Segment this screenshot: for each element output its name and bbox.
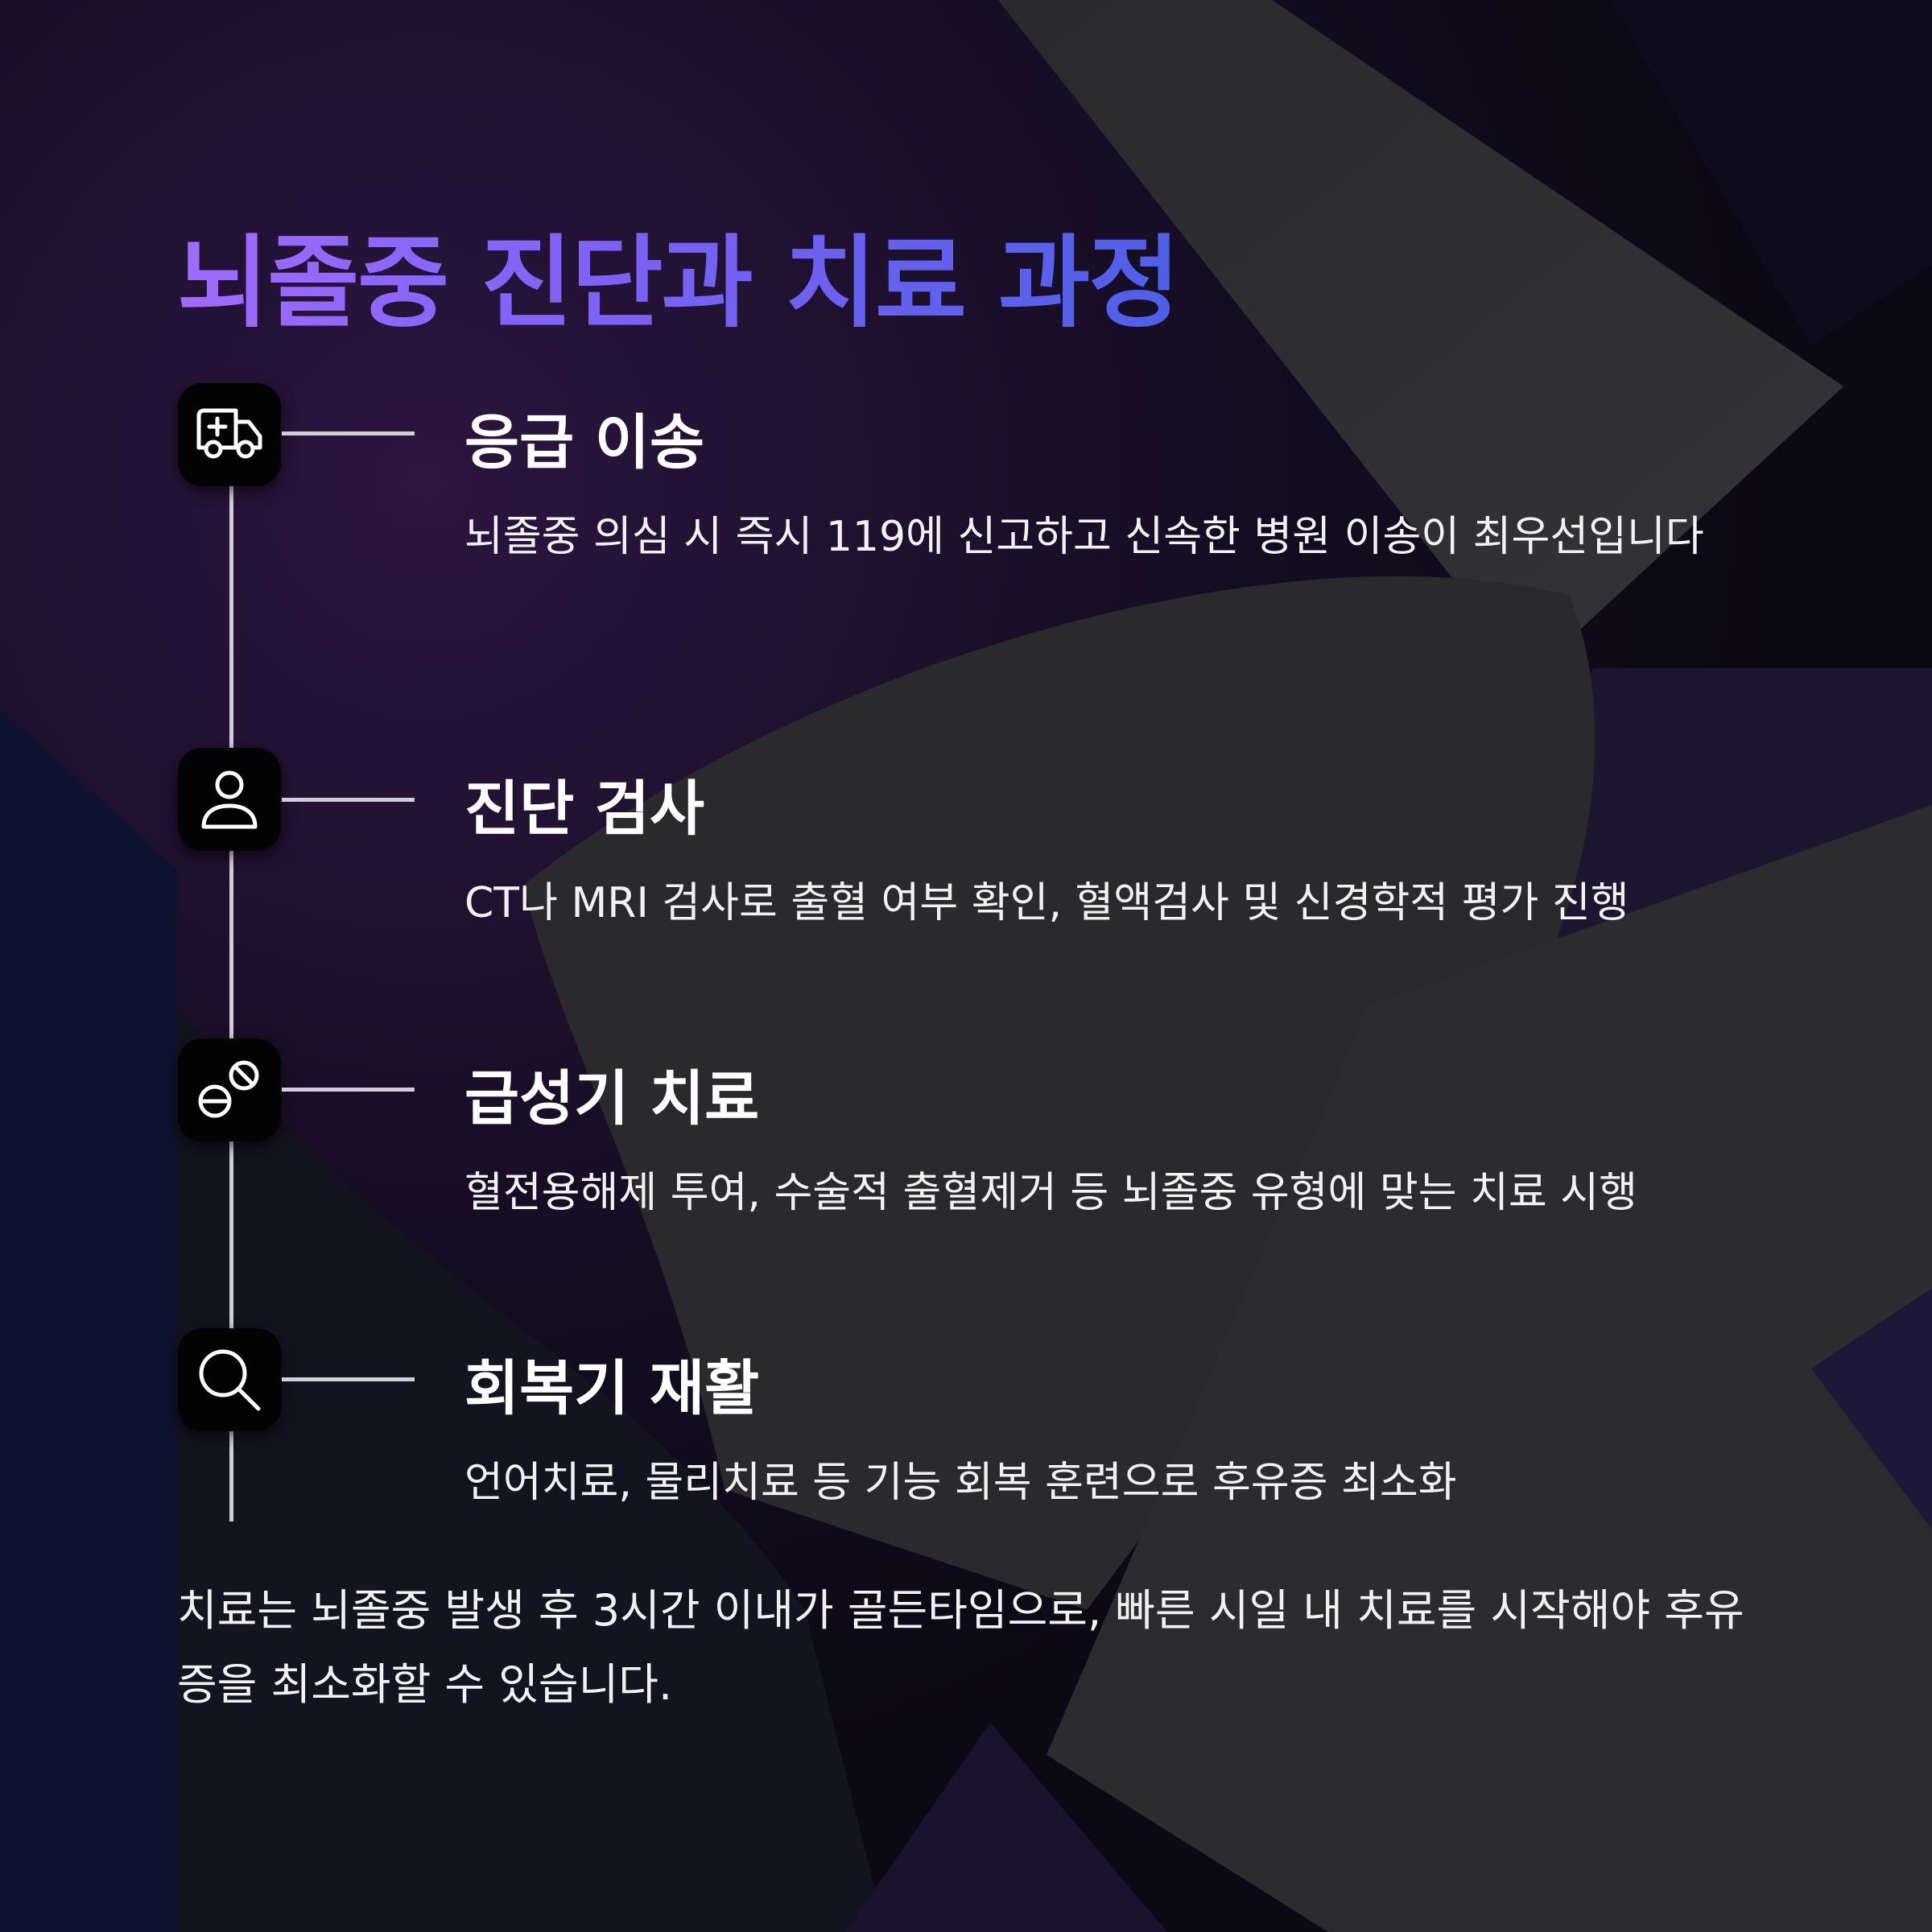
pills-icon	[178, 1038, 281, 1141]
step-description: CT나 MRI 검사로 출혈 여부 확인, 혈액검사 및 신경학적 평가 진행	[464, 879, 1629, 927]
step-description: 혈전용해제 투여, 수술적 출혈제거 등 뇌졸중 유형에 맞는 치료 시행	[464, 1169, 1637, 1217]
footer-note: 치료는 뇌졸중 발생 후 3시간 이내가 골든타임으로, 빠른 시일 내 치료를…	[177, 1585, 1744, 1710]
connector-line	[282, 798, 415, 802]
connector-line	[282, 1088, 415, 1092]
person-icon	[178, 748, 281, 851]
step-title: 회복기 재활	[464, 1354, 760, 1423]
ambulance-icon	[178, 383, 281, 486]
step-title: 진단 검사	[464, 774, 705, 844]
timeline-line	[229, 483, 233, 1521]
magnifier-icon	[178, 1328, 281, 1431]
page-title: 뇌졸중 진단과 치료 과정	[177, 201, 1180, 346]
connector-line	[282, 1377, 415, 1381]
step-description: 뇌졸중 의심 시 즉시 119에 신고하고 신속한 병원 이송이 최우선입니다	[464, 513, 1704, 561]
connector-line	[282, 431, 415, 436]
step-title: 응급 이송	[464, 408, 705, 477]
step-title: 급성기 치료	[464, 1064, 760, 1133]
step-description: 언어치료, 물리치료 등 기능 회복 훈련으로 후유증 최소화	[464, 1459, 1457, 1507]
